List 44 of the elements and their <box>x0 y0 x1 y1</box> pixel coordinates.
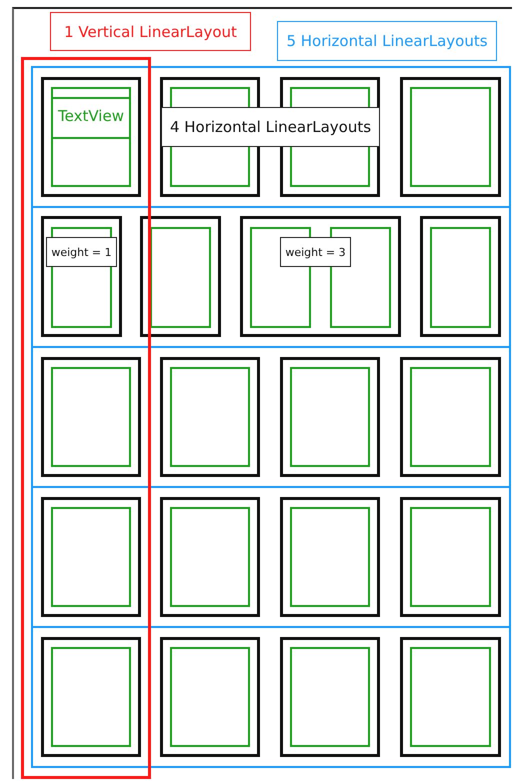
view-box <box>290 507 370 607</box>
row-layout-box <box>31 346 511 488</box>
view-box <box>170 647 250 747</box>
highlight-frame <box>21 57 151 779</box>
container-box <box>41 216 122 337</box>
view-box <box>150 227 211 328</box>
container-box <box>41 497 141 617</box>
view-box <box>410 367 491 467</box>
view-box <box>170 507 250 607</box>
row-layout-box <box>31 66 511 208</box>
layout-label: 5 Horizontal LinearLayouts <box>277 21 497 61</box>
view-box <box>410 507 491 607</box>
container-box <box>41 637 141 757</box>
container-box <box>41 77 141 197</box>
callout-label: 4 Horizontal LinearLayouts <box>161 107 380 147</box>
container-box <box>140 216 221 337</box>
view-box <box>410 647 491 747</box>
row-layout-box <box>31 486 511 628</box>
container-box <box>160 637 260 757</box>
text-view-box: TextView <box>51 87 131 187</box>
callout-label: weight = 1 <box>46 237 117 267</box>
view-box <box>170 367 250 467</box>
view-box <box>51 647 131 747</box>
view-box <box>290 367 370 467</box>
container-box <box>400 497 501 617</box>
view-box <box>51 367 131 467</box>
view-box <box>410 87 491 187</box>
row-layout-box <box>31 626 511 768</box>
container-box <box>280 497 380 617</box>
container-box <box>400 77 501 197</box>
container-box <box>400 637 501 757</box>
container-box <box>280 637 380 757</box>
container-box <box>420 216 501 337</box>
container-box <box>280 357 380 477</box>
container-box <box>160 357 260 477</box>
container-box <box>41 357 141 477</box>
callout-label: weight = 3 <box>280 237 351 267</box>
container-box <box>240 216 401 337</box>
view-box <box>290 647 370 747</box>
view-box <box>430 227 491 328</box>
container-box <box>160 497 260 617</box>
container-box <box>400 357 501 477</box>
layout-label: 1 Vertical LinearLayout <box>50 12 251 51</box>
view-box <box>51 507 131 607</box>
